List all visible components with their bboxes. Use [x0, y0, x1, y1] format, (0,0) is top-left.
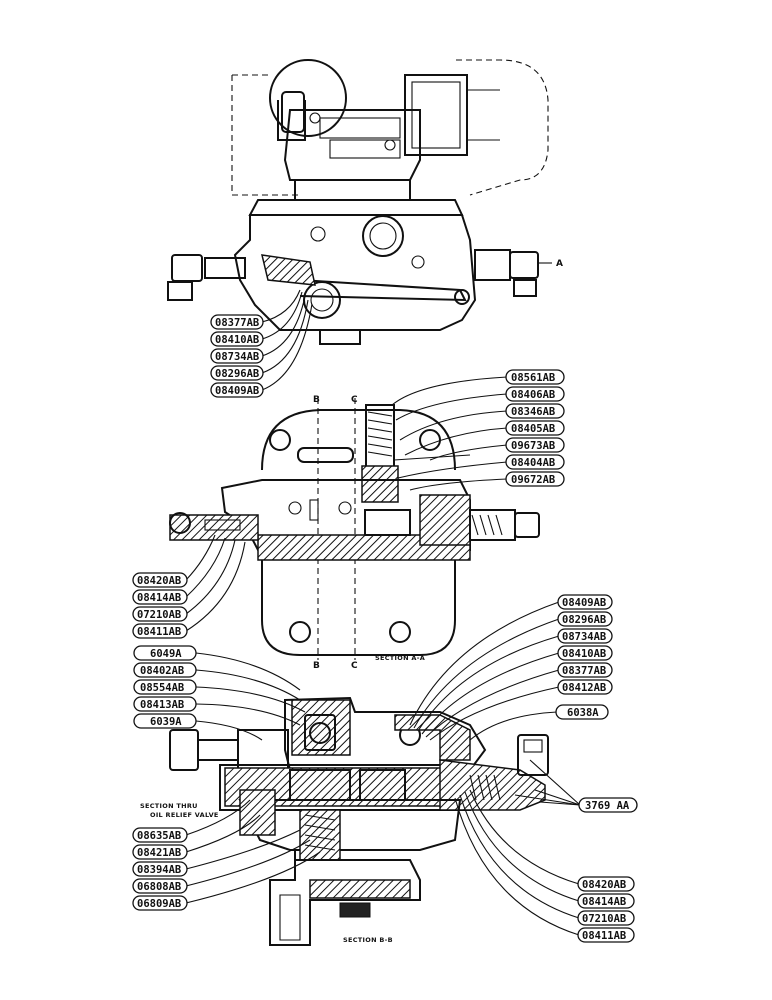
svg-text:08406AB: 08406AB — [511, 389, 555, 401]
callout-top-3: 08296AB — [210, 365, 264, 381]
callout-3769aa-group: 3769 AA — [514, 759, 638, 813]
svg-text:08346AB: 08346AB — [511, 406, 555, 418]
callout-bot-l-0: 6049A — [133, 645, 197, 661]
callout-bot-ll-4: 06809AB — [132, 895, 188, 911]
callout-bot-r-5: 08412AB — [557, 679, 613, 695]
callout-bot-ll-1: 08421AB — [132, 844, 188, 860]
section-label-bottom: SECTION B-B — [343, 936, 393, 944]
callout-mid-r-3: 08405AB — [505, 420, 565, 436]
callout-mid-l-2: 07210AB — [132, 606, 188, 622]
svg-text:08734AB: 08734AB — [562, 631, 606, 643]
svg-text:08413AB: 08413AB — [140, 699, 184, 711]
svg-text:08411AB: 08411AB — [582, 930, 626, 942]
svg-text:08404AB: 08404AB — [511, 457, 555, 469]
callout-bot-r-2: 08734AB — [557, 628, 613, 644]
bottom-right-upper-callouts: 08409AB 08296AB 08734AB 08410AB 08377AB … — [409, 594, 613, 741]
svg-text:08377AB: 08377AB — [215, 317, 259, 329]
callout-mid-l-1: 08414AB — [132, 589, 188, 605]
svg-text:08411AB: 08411AB — [137, 626, 181, 638]
callout-mid-l-0: 08420AB — [132, 572, 188, 588]
svg-text:08420AB: 08420AB — [582, 879, 626, 891]
callout-top-0: 08377AB — [210, 314, 264, 330]
callout-bot-ll-3: 06808AB — [132, 878, 188, 894]
callout-bot-r-4: 08377AB — [557, 662, 613, 678]
svg-text:08420AB: 08420AB — [137, 575, 181, 587]
callout-mid-r-1: 08406AB — [505, 386, 565, 402]
svg-text:06808AB: 06808AB — [137, 881, 181, 893]
callout-top-2: 08734AB — [210, 348, 264, 364]
svg-text:08410AB: 08410AB — [562, 648, 606, 660]
section-label-middle: SECTION A-A — [375, 654, 425, 662]
svg-text:08554AB: 08554AB — [140, 682, 184, 694]
note-line-2: OIL RELIEF VALVE — [150, 811, 219, 819]
callout-mid-r-2: 08346AB — [505, 403, 565, 419]
callout-mid-l-3: 08411AB — [132, 623, 188, 639]
svg-text:08414AB: 08414AB — [137, 592, 181, 604]
callout-bot-rl-1: 08414AB — [577, 893, 635, 909]
callout-bot-r-1: 08296AB — [557, 611, 613, 627]
middle-view-drawing — [169, 398, 540, 660]
bottom-left-lower-callouts: 08635AB 08421AB 08394AB 06808AB 06809AB — [132, 799, 321, 911]
svg-text:08409AB: 08409AB — [215, 385, 259, 397]
callout-top-4: 08409AB — [210, 382, 264, 398]
svg-text:08405AB: 08405AB — [511, 423, 555, 435]
svg-text:6049A: 6049A — [150, 648, 182, 660]
callout-top-1: 08410AB — [210, 331, 264, 347]
callout-mid-r-5: 08404AB — [505, 454, 565, 470]
section-c-bottom: C — [351, 661, 358, 671]
note-line-1: SECTION THRU — [140, 802, 198, 810]
callout-bot-rl-3: 08411AB — [577, 927, 635, 943]
callout-bot-l-1: 08402AB — [133, 662, 197, 678]
svg-text:08734AB: 08734AB — [215, 351, 259, 363]
callout-bot-ll-0: 08635AB — [132, 827, 188, 843]
callout-mid-r-6: 09672AB — [505, 471, 565, 487]
callout-bot-r-3: 08410AB — [557, 645, 613, 661]
callout-mid-r-0: 08561AB — [505, 369, 565, 385]
svg-text:08296AB: 08296AB — [562, 614, 606, 626]
section-b-bottom: B — [313, 661, 320, 671]
callout-bot-l-3: 08413AB — [133, 696, 197, 712]
callout-bot-l-4: 6039A — [133, 713, 197, 729]
callout-mid-r-4: 09673AB — [505, 437, 565, 453]
svg-text:08377AB: 08377AB — [562, 665, 606, 677]
callout-bot-rl-2: 07210AB — [577, 910, 635, 926]
middle-right-callouts: 08561AB 08406AB 08346AB 08405AB 09673AB … — [391, 369, 565, 491]
callout-6038a: 6038A — [555, 704, 609, 720]
svg-text:08410AB: 08410AB — [215, 334, 259, 346]
callout-bot-l-2: 08554AB — [133, 679, 197, 695]
svg-text:08421AB: 08421AB — [137, 847, 181, 859]
section-b-top: B — [313, 395, 320, 405]
section-c-top: C — [351, 395, 358, 405]
bottom-right-lower-callouts: 08420AB 08414AB 07210AB 08411AB — [454, 789, 635, 943]
middle-left-callouts: 08420AB 08414AB 07210AB 08411AB — [132, 534, 246, 639]
svg-text:08402AB: 08402AB — [140, 665, 184, 677]
bottom-view-drawing — [169, 696, 549, 946]
bottom-left-upper-callouts: 6049A 08402AB 08554AB 08413AB 6039A — [133, 645, 306, 741]
svg-text:06809AB: 06809AB — [137, 898, 181, 910]
svg-text:08409AB: 08409AB — [562, 597, 606, 609]
svg-text:08414AB: 08414AB — [582, 896, 626, 908]
svg-text:08296AB: 08296AB — [215, 368, 259, 380]
svg-text:09673AB: 09673AB — [511, 440, 555, 452]
top-view-drawing — [167, 59, 552, 345]
top-view-callouts: 08377AB 08410AB 08734AB 08296AB 08409AB — [210, 289, 313, 398]
svg-text:6039A: 6039A — [150, 716, 182, 728]
svg-text:07210AB: 07210AB — [582, 913, 626, 925]
svg-text:3769 AA: 3769 AA — [585, 800, 630, 812]
svg-text:08635AB: 08635AB — [137, 830, 181, 842]
svg-text:08412AB: 08412AB — [562, 682, 606, 694]
svg-text:09672AB: 09672AB — [511, 474, 555, 486]
callout-3769aa: 3769 AA — [578, 797, 638, 813]
svg-text:6038A: 6038A — [567, 707, 599, 719]
callout-bot-r-0: 08409AB — [557, 594, 613, 610]
callout-bot-ll-2: 08394AB — [132, 861, 188, 877]
callout-bot-rl-0: 08420AB — [577, 876, 635, 892]
section-marker-a: A — [556, 259, 563, 269]
svg-text:07210AB: 07210AB — [137, 609, 181, 621]
svg-text:08561AB: 08561AB — [511, 372, 555, 384]
svg-text:08394AB: 08394AB — [137, 864, 181, 876]
